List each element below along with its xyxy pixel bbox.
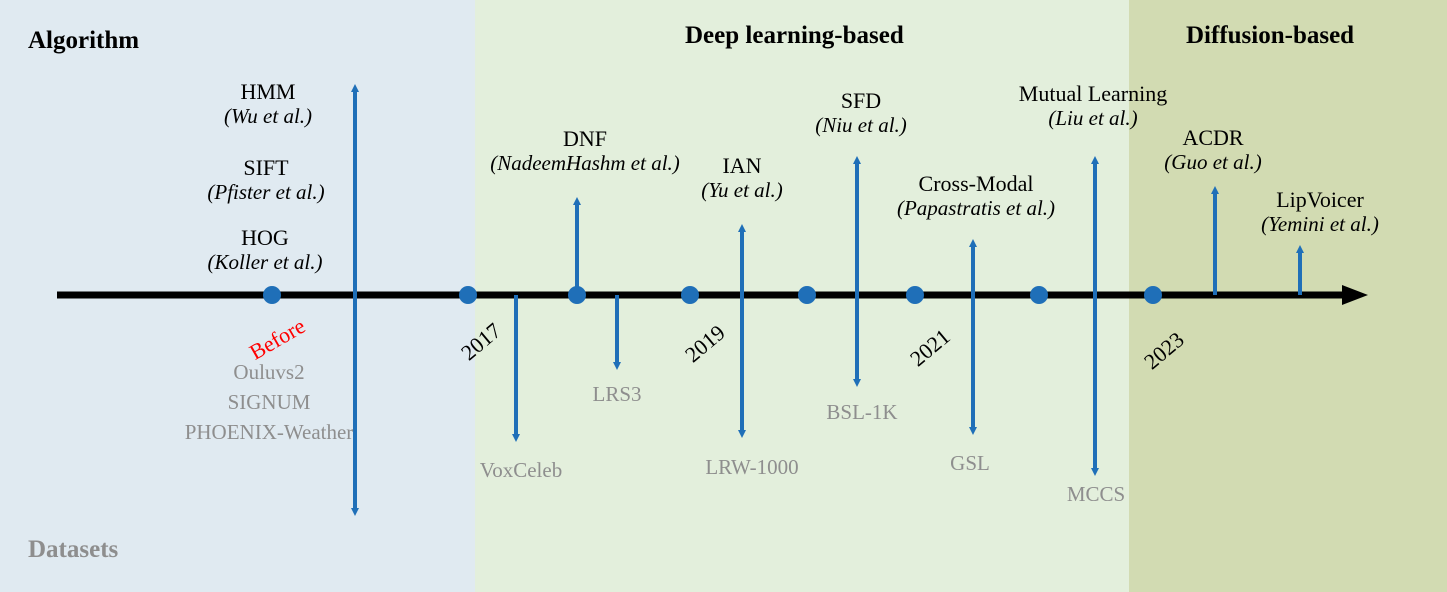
algorithm-label-ian: IAN (Yu et al.): [701, 153, 782, 202]
dataset-name: GSL: [950, 451, 990, 475]
algorithm-name: HMM: [240, 79, 296, 104]
dataset-name: BSL-1K: [826, 400, 898, 424]
algorithm-label-acdr: ACDR (Guo et al.): [1164, 125, 1261, 174]
timeline-node: [798, 286, 816, 304]
algorithm-label-dnf: DNF (NadeemHashm et al.): [490, 126, 680, 175]
diffusion-era-header: Diffusion-based: [1186, 22, 1355, 49]
dataset-label-phoenix-weather: PHOENIX-Weather: [184, 420, 354, 445]
datasets-section-header: Datasets: [28, 536, 119, 563]
algorithm-label-mutual-learning: Mutual Learning (Liu et al.): [1019, 81, 1167, 130]
algorithm-author: (Pfister et al.): [207, 180, 325, 205]
algorithm-label-hmm: HMM (Wu et al.): [224, 79, 312, 128]
dataset-label-gsl: GSL: [950, 451, 990, 475]
early-datasets-list: Ouluvs2 SIGNUM PHOENIX-Weather: [185, 360, 354, 444]
algorithm-label-sfd: SFD (Niu et al.): [815, 88, 907, 137]
algorithm-name: SFD: [840, 88, 882, 113]
algorithm-author: (Papastratis et al.): [896, 196, 1056, 221]
algorithm-name: HOG: [241, 225, 289, 250]
algorithm-name: LipVoicer: [1276, 187, 1364, 212]
timeline-node: [906, 286, 924, 304]
dataset-name: VoxCeleb: [479, 458, 563, 482]
algorithm-name: DNF: [562, 126, 608, 151]
timeline-node: [1030, 286, 1048, 304]
algorithm-section-header: Algorithm: [28, 27, 140, 54]
dataset-label-ouluvs2: Ouluvs2: [233, 360, 305, 384]
algorithm-author: (Niu et al.): [815, 113, 907, 138]
dataset-label-mccs: MCCS: [1067, 482, 1125, 506]
algorithm-author: (Guo et al.): [1164, 150, 1262, 175]
algorithm-author: (Koller et al.): [207, 250, 323, 275]
algorithm-label-sift: SIFT (Pfister et al.): [207, 155, 324, 204]
deep-learning-era-header: Deep learning-based: [685, 22, 904, 49]
algorithm-author: (Wu et al.): [223, 104, 313, 129]
dataset-label-lrw-1000: LRW-1000: [705, 455, 798, 479]
algorithm-name: SIFT: [243, 155, 289, 180]
timeline-axis-arrowhead: [1342, 285, 1368, 305]
algorithm-author: (Liu et al.): [1048, 106, 1138, 131]
algorithm-name: IAN: [722, 153, 762, 178]
timeline-node: [1144, 286, 1162, 304]
dataset-name: MCCS: [1066, 482, 1126, 506]
dataset-label-bsl-1k: BSL-1K: [826, 400, 897, 424]
dataset-name: LRS3: [592, 382, 642, 406]
algorithm-name: Mutual Learning: [1018, 81, 1168, 106]
timeline-node: [263, 286, 281, 304]
algorithm-name: Cross-Modal: [918, 171, 1034, 196]
algorithm-author: (Yu et al.): [701, 178, 783, 203]
algorithm-label-hog: HOG (Koller et al.): [208, 225, 323, 274]
dataset-label-voxceleb: VoxCeleb: [480, 458, 562, 482]
algorithm-author: (Yemini et al.): [1261, 212, 1379, 237]
algorithm-author: (NadeemHashm et al.): [490, 151, 680, 176]
algorithm-label-lipvoicer: LipVoicer (Yemini et al.): [1261, 187, 1379, 236]
algorithm-label-cross-modal: Cross-Modal (Papastratis et al.): [897, 171, 1055, 220]
dataset-label-signum: SIGNUM: [227, 390, 311, 415]
dataset-name: LRW-1000: [705, 455, 799, 479]
algorithm-name: ACDR: [1182, 125, 1244, 150]
timeline-node: [459, 286, 477, 304]
timeline-node: [681, 286, 699, 304]
dataset-label-lrs3: LRS3: [592, 382, 641, 406]
